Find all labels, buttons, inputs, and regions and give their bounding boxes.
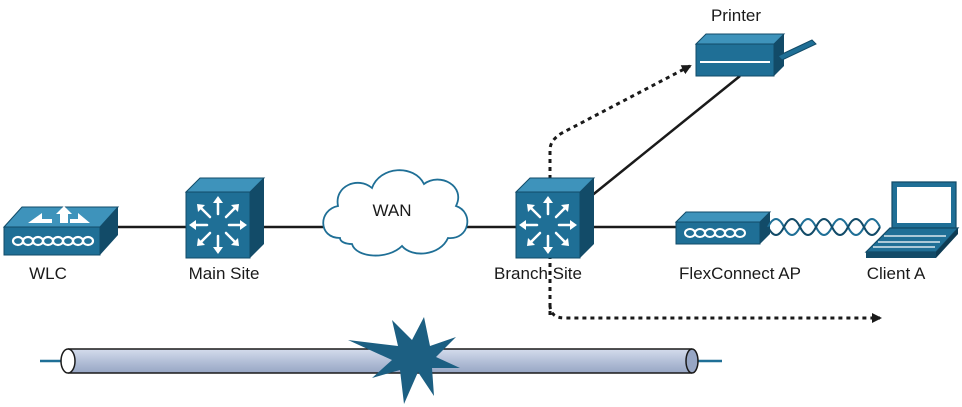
printer-icon [694, 33, 817, 77]
flexconnect-ap-device [674, 211, 881, 245]
flexconnect-ap-label: FlexConnect AP [679, 264, 801, 283]
laptop-icon [864, 181, 960, 258]
main-site-device [184, 177, 266, 259]
access-point-icon [674, 211, 772, 245]
wireless-lan-controller-icon [2, 206, 120, 256]
link-failure-burst-icon [348, 317, 460, 404]
wireless-signal-icon [767, 218, 881, 236]
traffic-path-to-printer [548, 64, 692, 315]
layer3-switch-icon [184, 177, 266, 259]
wan-cloud [322, 169, 469, 257]
network-links [112, 75, 741, 229]
branch-site-label: Branch Site [494, 264, 582, 283]
printer-device [694, 33, 817, 77]
branch-site-device [514, 177, 596, 259]
local-switching-paths [548, 64, 882, 323]
layer3-switch-icon [514, 177, 596, 259]
main-site-label: Main Site [188, 264, 260, 283]
wlc-device [2, 206, 120, 256]
traffic-path-to-client [548, 304, 882, 323]
wlc-label: WLC [29, 264, 67, 283]
client-a-device [864, 181, 960, 258]
client-a-label: Client A [866, 264, 926, 283]
printer-label: Printer [710, 6, 762, 25]
link-branch-site-printer [589, 75, 741, 198]
wan-label: WAN [372, 201, 412, 220]
wan-link-failure [40, 317, 722, 404]
cloud-icon [322, 169, 469, 257]
